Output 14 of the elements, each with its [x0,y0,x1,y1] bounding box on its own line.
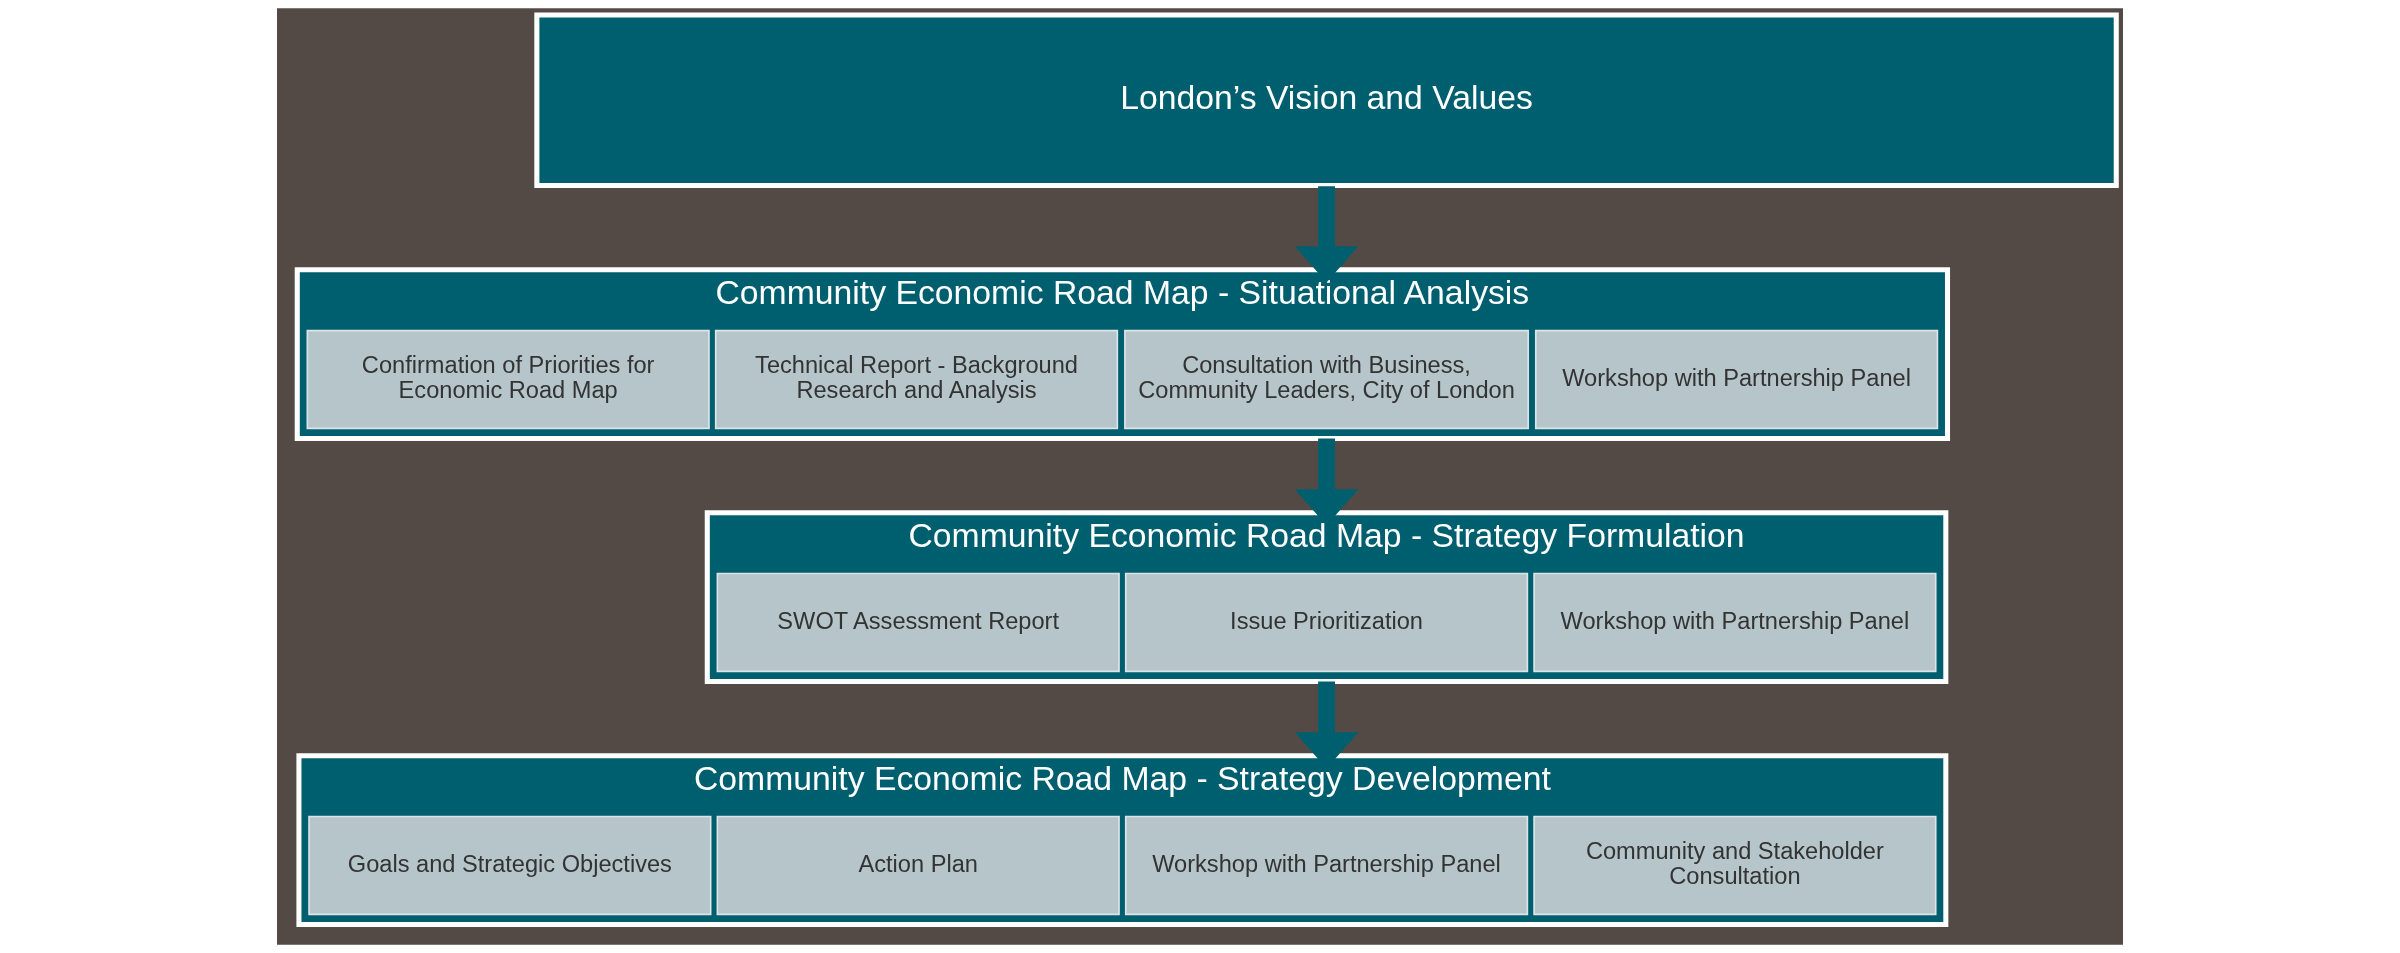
node-box: Community and Stakeholder Consultation [1533,815,1937,916]
node-box: Workshop with Partnership Panel [1534,329,1939,430]
node-box: Confirmation of Priorities for Economic Road Map [306,329,710,430]
node-box: Goals and Strategic Objectives [308,815,712,916]
node-box: Issue Prioritization [1124,572,1529,673]
node-box: London’s Vision and Values [534,12,2119,188]
arrow [1294,438,1359,526]
node-box: SWOT Assessment Report [716,572,1120,673]
node-box: Workshop with Partnership Panel [1124,815,1529,916]
node-box: Workshop with Partnership Panel [1533,572,1937,673]
node-box: Consultation with Business, Community Leaders, City of London [1124,329,1530,430]
node-box: Action Plan [716,815,1120,916]
arrow [1294,186,1359,283]
node-box: Technical Report - Background Research and Analysis [714,329,1119,430]
